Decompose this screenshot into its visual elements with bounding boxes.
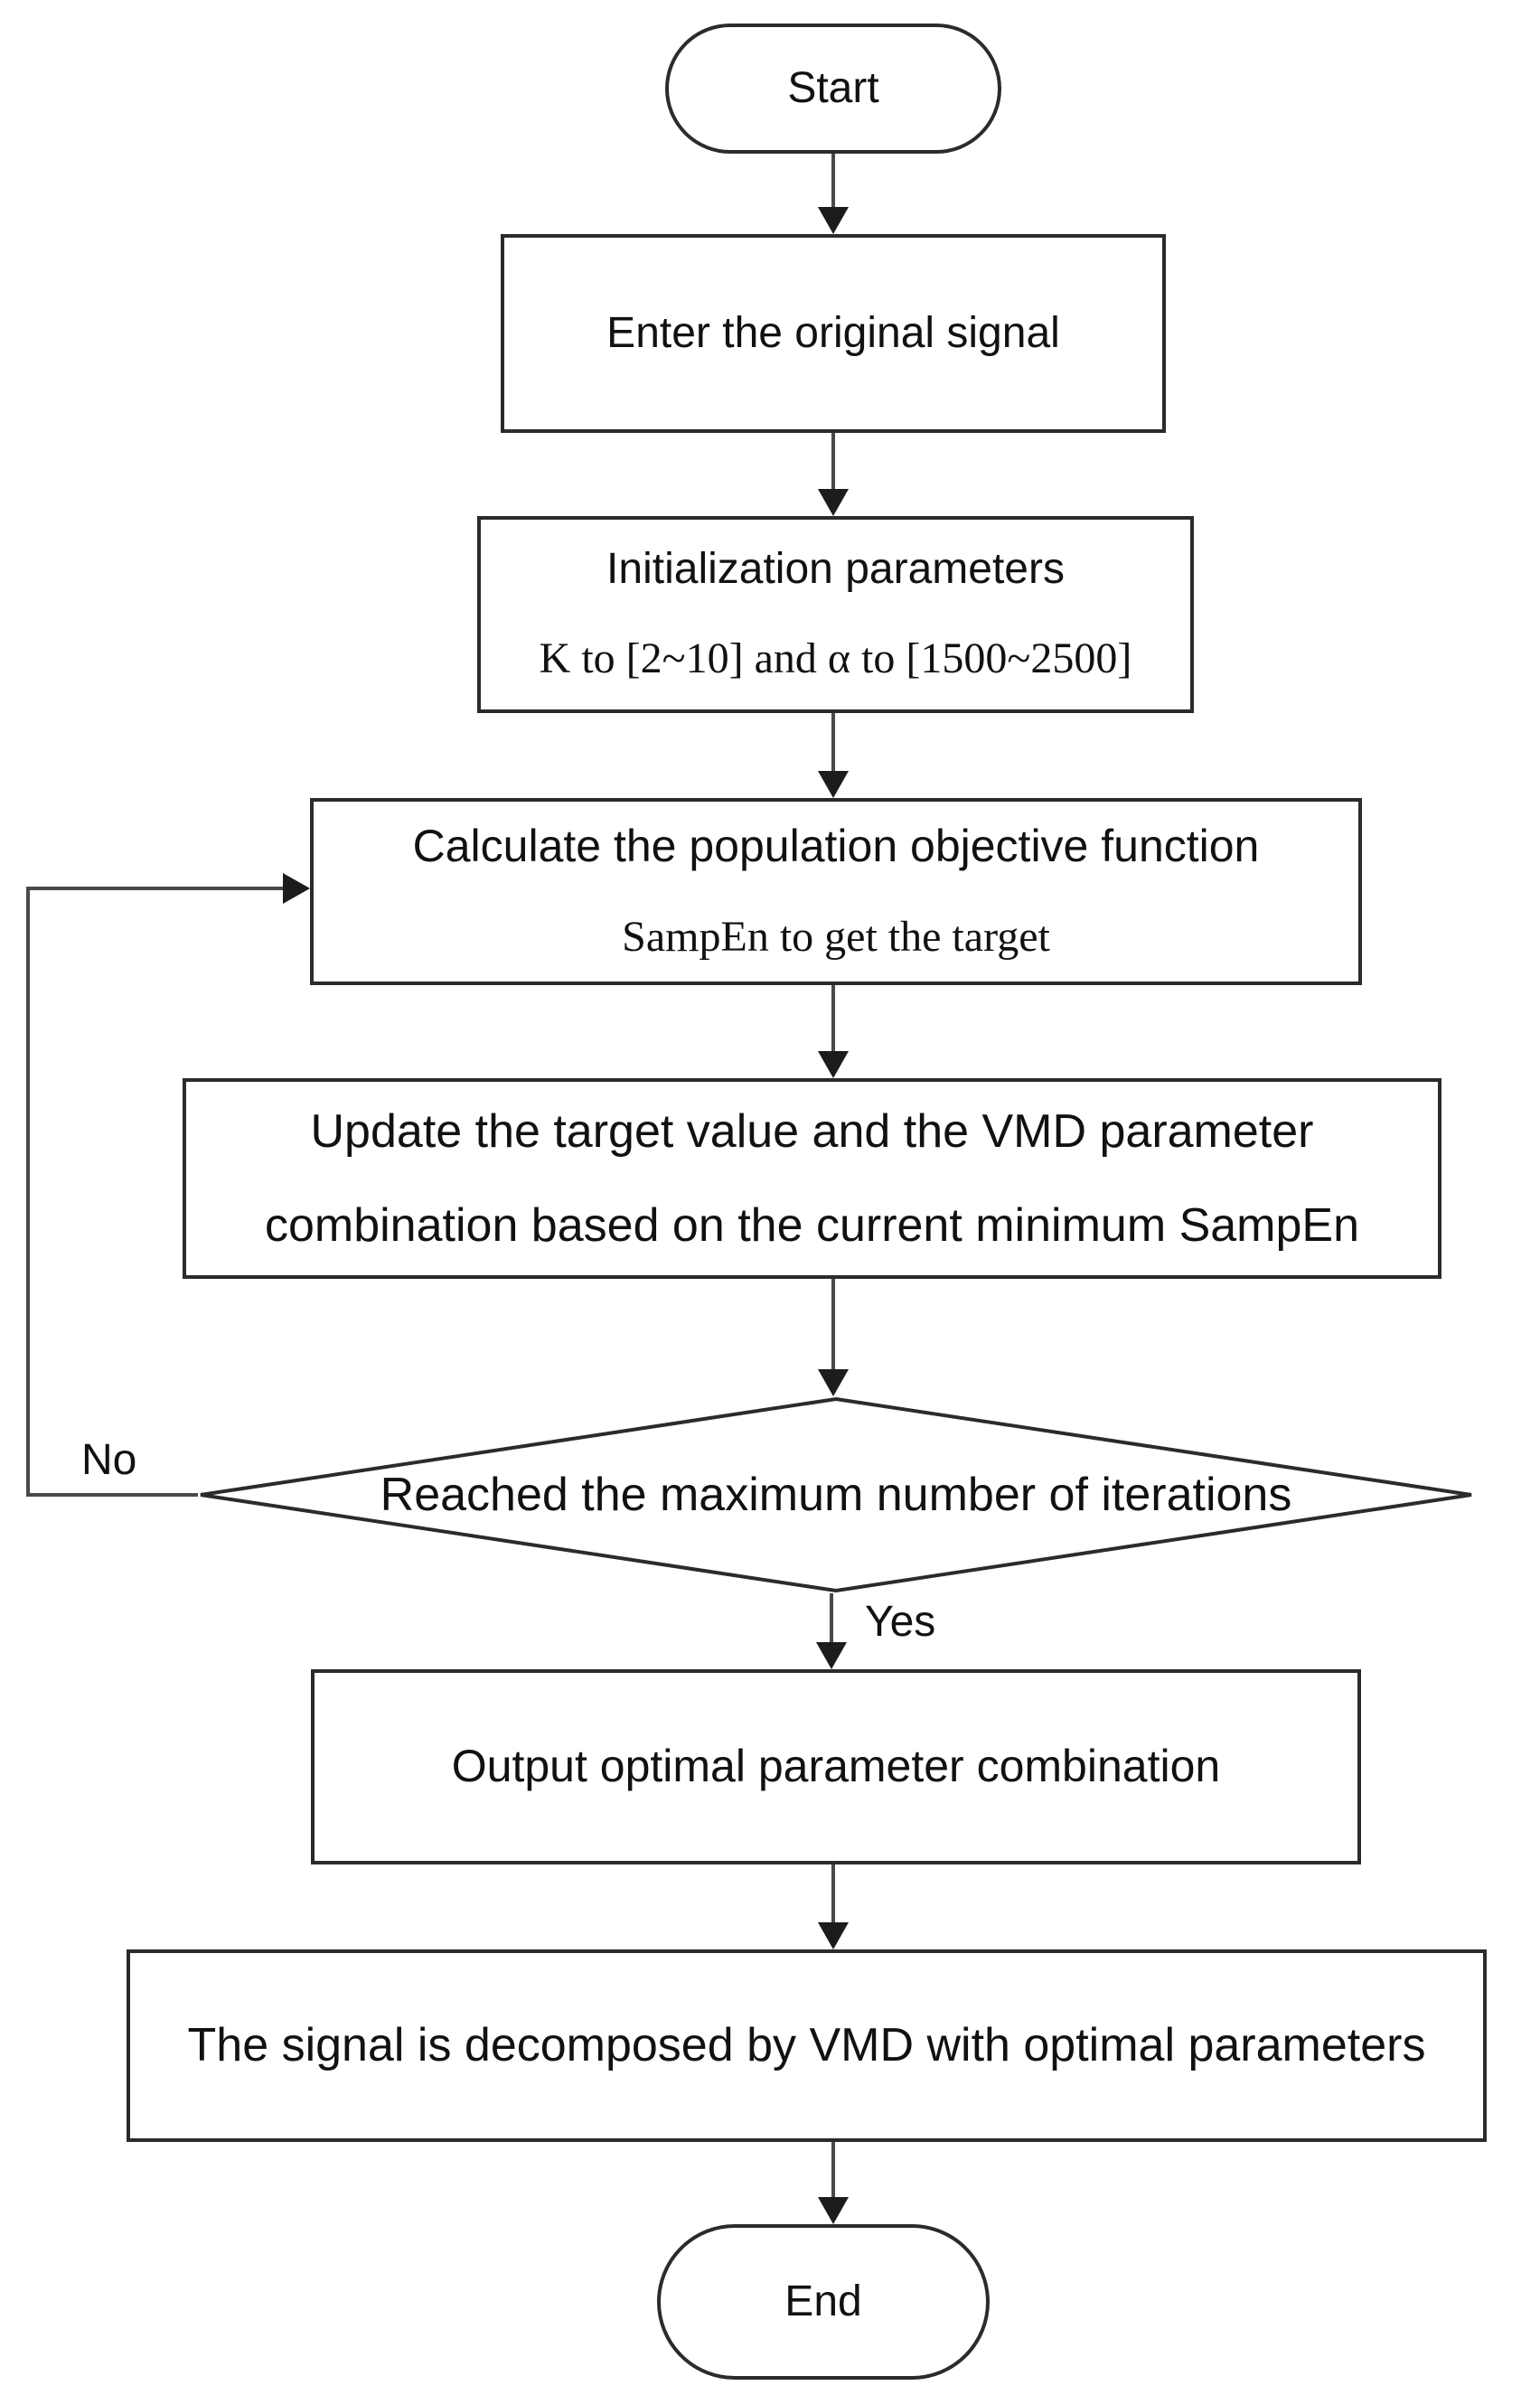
process-box-update-target-line1: Update the target value and the VMD para… xyxy=(310,1104,1314,1158)
process-box-output-params: Output optimal parameter combination xyxy=(311,1669,1361,1864)
connector-output-to-decompose xyxy=(831,1864,835,1924)
connector-init-params-to-calc-objective xyxy=(831,713,835,773)
process-box-calc-objective-line2: SampEn to get the target xyxy=(622,912,1050,961)
yes-branch-label: Yes xyxy=(865,1598,936,1646)
connector-enter-signal-to-init-params xyxy=(831,433,835,491)
connector-calc-objective-to-update-target xyxy=(831,985,835,1053)
process-box-init-params: Initialization parameters K to [2~10] an… xyxy=(477,516,1194,713)
arrowhead-down-icon xyxy=(818,1051,849,1078)
arrowhead-down-icon xyxy=(818,771,849,798)
process-box-enter-signal: Enter the original signal xyxy=(501,234,1166,433)
no-branch-label: No xyxy=(81,1436,137,1484)
process-box-decompose-signal-text: The signal is decomposed by VMD with opt… xyxy=(187,2019,1426,2072)
arrowhead-down-icon xyxy=(818,207,849,234)
process-box-output-params-text: Output optimal parameter combination xyxy=(451,1741,1221,1792)
decision-diamond-shape xyxy=(200,1396,1472,1593)
arrowhead-down-icon xyxy=(816,1642,847,1669)
process-box-init-params-line1: Initialization parameters xyxy=(606,545,1065,594)
start-label: Start xyxy=(787,63,879,112)
end-terminator: End xyxy=(657,2224,990,2380)
process-box-enter-signal-text: Enter the original signal xyxy=(606,308,1060,357)
process-box-calc-objective: Calculate the population objective funct… xyxy=(310,798,1362,985)
process-box-update-target: Update the target value and the VMD para… xyxy=(183,1078,1441,1279)
arrowhead-down-icon xyxy=(818,2197,849,2224)
process-box-update-target-line2: combination based on the current minimum… xyxy=(264,1199,1360,1252)
decision-diamond: Reached the maximum number of iterations xyxy=(196,1396,1476,1593)
process-box-decompose-signal: The signal is decomposed by VMD with opt… xyxy=(127,1949,1487,2142)
arrowhead-down-icon xyxy=(818,1369,849,1396)
arrowhead-down-icon xyxy=(818,489,849,516)
connector-no-loop-bottom xyxy=(26,1493,198,1497)
process-box-init-params-line2: K to [2~10] and α to [1500~2500] xyxy=(539,634,1132,682)
connector-start-to-enter-signal xyxy=(831,154,835,209)
end-label: End xyxy=(784,2277,862,2325)
connector-no-loop-rail xyxy=(26,887,30,1497)
connector-update-target-to-decision xyxy=(831,1279,835,1371)
connector-decompose-to-end xyxy=(831,2142,835,2199)
process-box-calc-objective-line1: Calculate the population objective funct… xyxy=(412,821,1260,872)
arrowhead-down-icon xyxy=(818,1922,849,1949)
connector-decision-to-output xyxy=(830,1593,833,1644)
decision-diamond-label: Reached the maximum number of iterations xyxy=(380,1469,1292,1521)
arrowhead-right-icon xyxy=(283,873,310,904)
start-terminator: Start xyxy=(665,23,1001,154)
connector-no-loop-top xyxy=(26,887,285,890)
